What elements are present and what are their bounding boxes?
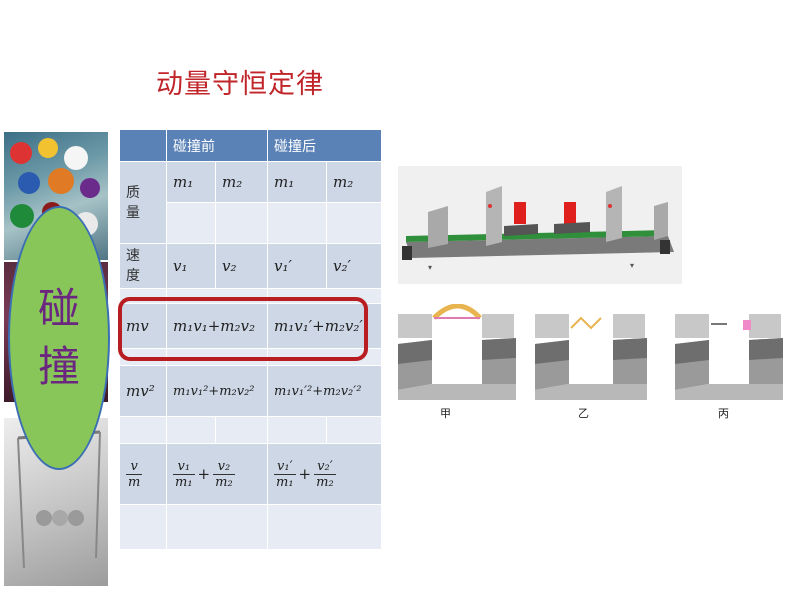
mv-after: m₁v₁′+m₂v₂′ — [267, 303, 382, 349]
caption-c: 丙 — [718, 407, 729, 420]
air-track-diagram: ▾ ▾ — [398, 166, 682, 284]
mv2-after: m₁v₁′²+m₂v₂′² — [267, 365, 382, 417]
mass-m1-after: m₁ — [267, 161, 327, 203]
mv2-before: m₁v₁²+m₂v₂² — [166, 365, 268, 417]
mass-m1-before: m₁ — [166, 161, 216, 203]
table-row — [120, 202, 382, 244]
header-before: 碰撞前 — [166, 129, 268, 162]
table-row: mv² m₁v₁²+m₂v₂² m₁v₁′²+m₂v₂′² — [119, 365, 382, 417]
header-after: 碰撞后 — [267, 129, 382, 162]
caption-a: 甲 — [440, 407, 451, 420]
mv-highlight-box — [118, 297, 368, 361]
velocity-label: 速度 — [119, 243, 167, 289]
billiard-balls-photo — [4, 132, 108, 260]
velocity-v1-after: v₁′ — [267, 243, 327, 289]
oval-char-1: 碰 — [37, 284, 80, 333]
mv-before: m₁v₁+m₂v₂ — [166, 303, 268, 349]
vm-after: v₁′m₁+v₂′m₂ — [267, 443, 382, 505]
momentum-table: 碰撞前 碰撞后 质量 m₁ m₂ m₁ m₂ 速度 v₁ v₂ v₁′ v₂′ … — [119, 129, 382, 550]
collision-panel-b — [535, 304, 653, 400]
page-title: 动量守恒定律 — [156, 69, 324, 100]
table-row: mv m₁v₁+m₂v₂ m₁v₁′+m₂v₂′ — [119, 303, 382, 349]
mass-m2-before: m₂ — [215, 161, 268, 203]
table-row: 速度 v₁ v₂ v₁′ v₂′ — [119, 243, 382, 289]
mass-m2-after: m₂ — [326, 161, 382, 203]
oval-char-2: 撞 — [37, 342, 80, 391]
mv-label: mv — [119, 303, 167, 349]
svg-text:▾: ▾ — [428, 263, 432, 272]
table-row — [119, 504, 382, 550]
mv2-label: mv² — [119, 365, 167, 417]
table-row: 质量 m₁ m₂ m₁ m₂ — [119, 161, 382, 244]
mass-label: 质量 — [119, 161, 167, 244]
velocity-v1-before: v₁ — [166, 243, 216, 289]
collision-panel-a — [398, 303, 516, 400]
header-blank — [119, 129, 167, 162]
collision-panel-c — [675, 304, 793, 400]
table-header-row: 碰撞前 碰撞后 — [119, 129, 382, 162]
velocity-v2-after: v₂′ — [326, 243, 382, 289]
table-row — [119, 416, 382, 444]
caption-b: 乙 — [578, 407, 589, 420]
velocity-v2-before: v₂ — [215, 243, 268, 289]
collision-oval: 碰 撞 — [8, 206, 110, 470]
svg-text:▾: ▾ — [630, 261, 634, 270]
